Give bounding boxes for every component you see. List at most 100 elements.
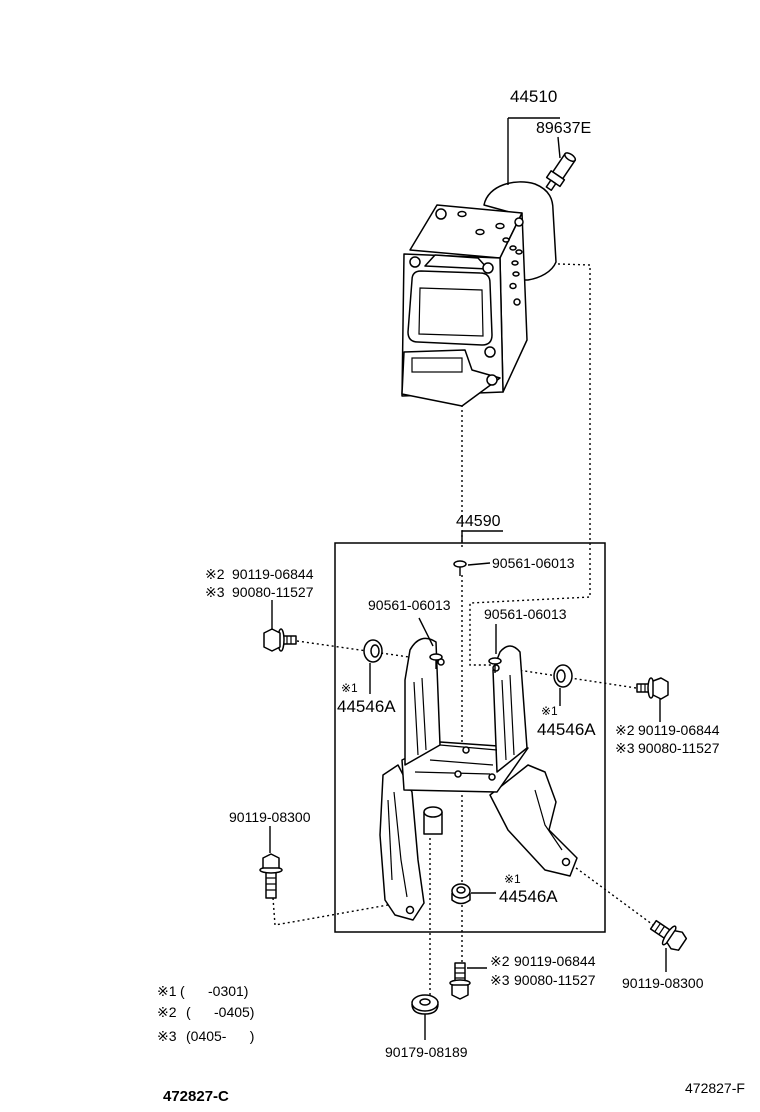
bracket-right-gusset [489, 764, 578, 877]
bracket-assembly-frame [334, 542, 606, 933]
bolt-thread [654, 923, 666, 935]
actuator-side-port [511, 260, 519, 266]
grommet-bottom-mark: ※1 [504, 872, 521, 886]
mount-bolt-right-mark-3: ※3 [615, 740, 635, 756]
actuator-side-port [509, 282, 517, 290]
bracket-right-plate [492, 645, 528, 773]
grommet-left-mark: ※1 [341, 681, 358, 695]
mount-bolt-right-mark-2: ※2 [615, 722, 635, 738]
screw-top-part-number: 90561-06013 [492, 555, 575, 571]
mount-bolt-bottom-mark-2: ※2 [490, 953, 510, 969]
actuator-bolt [514, 217, 524, 227]
mount-bolt-left-part-number-3: 90080-11527 [232, 584, 314, 600]
actuator-port [457, 210, 467, 218]
bolt-shank [265, 871, 277, 899]
bracket-lower-arm-rib [387, 799, 393, 881]
bracket-hole [454, 770, 462, 778]
bolt-shank [282, 635, 297, 645]
note-3-mark: ※3 [157, 1028, 177, 1044]
bolt-head [262, 853, 280, 869]
screw-top-leader [467, 562, 491, 566]
note-1-range: ( -0301) [180, 983, 248, 999]
note-2-mark: ※2 [157, 1004, 177, 1020]
bracket-base-channel [414, 771, 491, 775]
bottom-grommet-part-number: 90179-08189 [385, 1044, 468, 1060]
bracket-gusset-rib [534, 789, 563, 851]
bolt-head [263, 628, 281, 652]
grommet-bottom-part-number: 44546A [499, 887, 558, 906]
right-assembly-line [469, 262, 591, 666]
bottom-grommet [411, 994, 439, 1015]
bracket-hole [405, 905, 415, 915]
screw-left-part-number: 90561-06013 [368, 597, 451, 613]
actuator-lower-flange [401, 349, 501, 407]
bracket-hole [488, 773, 496, 781]
bracket-right-plate-slot [501, 674, 515, 761]
bracket-hole [492, 664, 500, 672]
bracket-bolt-lower-left [259, 853, 283, 899]
speed-sensor [545, 152, 577, 192]
mount-bolt-bottom-part-number-3: 90080-11527 [514, 972, 596, 988]
note-3-range: (0405- ) [186, 1028, 254, 1044]
bolt-head [666, 930, 688, 951]
screw-right [488, 657, 502, 673]
actuator-flange-pad [411, 357, 463, 373]
mount-bolt-bottom-part-number-2: 90119-06844 [514, 953, 596, 969]
actuator-leader [507, 117, 560, 185]
actuator-connector [424, 254, 489, 270]
actuator-side-port [513, 298, 521, 306]
mount-bolt-bottom-mark-3: ※3 [490, 972, 510, 988]
lower-left-bolt-assembly-line [272, 897, 406, 926]
mount-bolt-right [636, 677, 669, 700]
bracket-leader [461, 530, 503, 543]
applicability-notes: ※1 ( -0301) ※2 ( -0405) ※3 (0405- ) [157, 983, 254, 1044]
actuator-ecu-cover-inset [418, 287, 484, 337]
actuator-bolt [486, 374, 498, 386]
screw-left [429, 653, 443, 669]
bracket-left-plate-slot [413, 677, 427, 756]
actuator-bolt [484, 346, 496, 358]
bolt-thread [640, 684, 646, 692]
mount-bolt-right-part-number-3: 90080-11527 [638, 740, 720, 756]
grommet-inner [370, 644, 380, 658]
actuator-side-port [515, 249, 523, 255]
leader-lines [269, 117, 667, 1040]
screw-right-part-number: 90561-06013 [484, 606, 567, 622]
actuator-port [475, 228, 485, 236]
sensor-tip [545, 179, 557, 192]
bracket-left-plate [404, 637, 441, 766]
actuator-part-number: 44510 [510, 87, 557, 106]
actuator-bracket [379, 637, 578, 921]
actuator-side-port [509, 245, 517, 251]
grommet-right-part-number: 44546A [537, 720, 596, 739]
grommet-inner [556, 669, 566, 683]
bolt-head [451, 984, 469, 1000]
mount-bolt-left-mark-3: ※3 [205, 584, 225, 600]
bolt-shank [636, 683, 650, 693]
mount-bolt-left [263, 628, 297, 652]
bracket-bolt-left-part-number: 90119-08300 [229, 809, 311, 825]
grommet-left [363, 639, 383, 663]
grommet-right [553, 664, 573, 688]
bracket-hole [462, 746, 470, 754]
screw-top [453, 560, 467, 576]
bracket-bolt-right-part-number: 90119-08300 [622, 975, 704, 991]
bolt-thread [455, 967, 465, 979]
note-2-range: ( -0405) [186, 1004, 254, 1020]
screw-head [429, 653, 443, 661]
note-1-mark: ※1 [157, 983, 177, 999]
actuator-port [495, 222, 505, 230]
mount-bolt-left-part-number-2: 90119-06844 [232, 566, 314, 582]
screw-left-leader [418, 617, 434, 647]
mount-bolt-left-mark-2: ※2 [205, 566, 225, 582]
bracket-lower-arm-rib [393, 791, 408, 898]
sensor-cap [564, 152, 577, 163]
bracket-center-stub-top [423, 806, 443, 818]
bolt-thread [266, 877, 276, 891]
abs-actuator [401, 181, 557, 407]
actuator-bolt [435, 208, 447, 220]
bracket-bolt-lower-right [649, 919, 688, 951]
grommet-right-mark: ※1 [541, 704, 558, 718]
illustration-code-left: 472827-C [163, 1088, 229, 1105]
